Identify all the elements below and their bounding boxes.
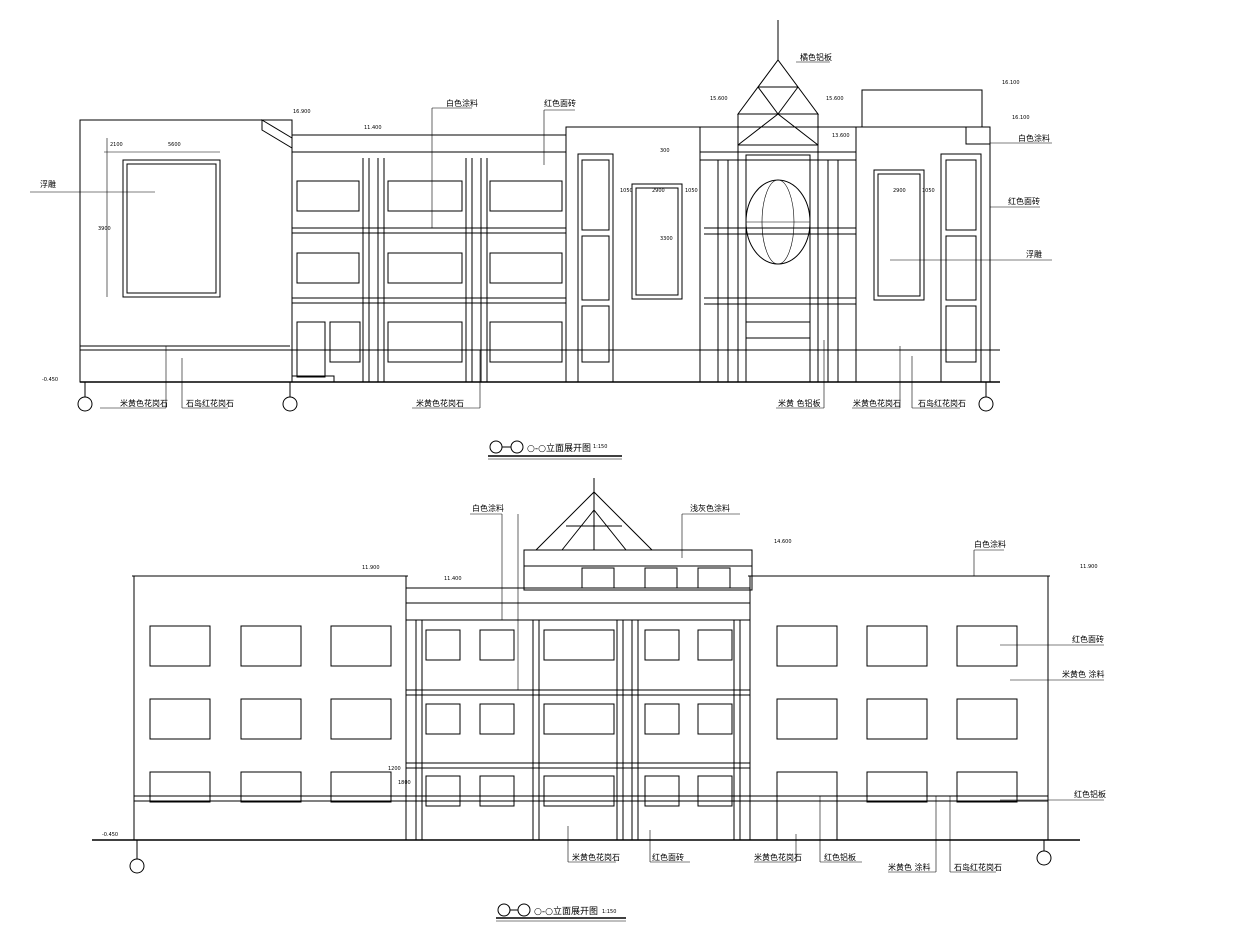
dim-h1: 3900: [98, 226, 111, 232]
dim-v1: 300: [660, 148, 670, 154]
lower-level-ground: -0.450: [102, 832, 118, 838]
level-right-mid: 16.100: [1012, 115, 1030, 121]
dim-p5: 1050: [922, 188, 935, 194]
dim-p2: 2900: [652, 188, 665, 194]
label-red-tile: 红色面砖: [544, 98, 576, 108]
label-orange-panel: 橘色铝板: [800, 52, 832, 62]
lower-label-white-paint-1: 白色涂料: [472, 503, 504, 513]
dim-w2: 5600: [168, 142, 181, 148]
label-beige-granite-1: 米黄色花岗石: [120, 398, 168, 408]
level-tower-roof: 13.600: [832, 133, 850, 139]
upper-title: ○-○立面展开图: [527, 442, 591, 454]
label-red-granite-1: 石岛红花岗石: [186, 398, 234, 408]
lower-label-red-panel: 红色铝板: [1074, 789, 1106, 799]
dim-p4: 2900: [893, 188, 906, 194]
level-roof-left: 16.900: [293, 109, 311, 115]
dim-p1: 1050: [620, 188, 633, 194]
dim-w1: 2100: [110, 142, 123, 148]
lower-label-red-panel-2: 红色铝板: [824, 852, 856, 862]
label-beige-granite-3: 米黄色花岗石: [853, 398, 901, 408]
label-beige-panel: 米黄 色铝板: [778, 398, 821, 408]
lower-label-beige-granite-1: 米黄色花岗石: [572, 852, 620, 862]
lower-label-beige-paint-2: 米黄色 涂料: [888, 862, 931, 872]
level-tower-right: 15.600: [826, 96, 844, 102]
lower-label-red-tile-2: 红色面砖: [652, 852, 684, 862]
lower-label-gray-paint: 浅灰色涂料: [690, 503, 730, 513]
label-beige-granite-2: 米黄色花岗石: [416, 398, 464, 408]
level-tower-left: 15.600: [710, 96, 728, 102]
label-red-granite-2: 石岛红花岗石: [918, 398, 966, 408]
upper-scale: 1:150: [593, 444, 607, 450]
lower-dim-a: 1200: [388, 766, 401, 772]
level-roof-mid: 11.400: [364, 125, 382, 131]
lower-label-red-granite: 石岛红花岗石: [954, 862, 1002, 872]
lower-level-roof-mid: 11.400: [444, 576, 462, 582]
lower-elevation: -0.450 11.900 11.400 14.600 11.900 1200 …: [92, 478, 1106, 922]
dim-v2: 3300: [660, 236, 673, 242]
label-relief-left: 浮雕: [40, 179, 56, 189]
lower-label-red-tile: 红色面砖: [1072, 634, 1104, 644]
label-red-tile-right: 红色面砖: [1008, 196, 1040, 206]
lower-level-roof-left: 11.900: [362, 565, 380, 571]
dim-p3: 1050: [685, 188, 698, 194]
lower-level-tower: 14.600: [774, 539, 792, 545]
label-white-paint: 白色涂料: [446, 98, 478, 108]
lower-label-beige-paint: 米黄色 涂料: [1062, 669, 1105, 679]
lower-title: ○-○立面展开图: [534, 905, 598, 917]
lower-label-white-paint-2: 白色涂料: [974, 539, 1006, 549]
label-relief-right: 浮雕: [1026, 249, 1042, 259]
level-right-top: 16.100: [1002, 80, 1020, 86]
level-ground: -0.450: [42, 377, 58, 383]
label-white-paint-right: 白色涂料: [1018, 133, 1050, 143]
lower-dim-b: 1800: [398, 780, 411, 786]
lower-level-roof-right: 11.900: [1080, 564, 1098, 570]
lower-label-beige-granite-2: 米黄色花岗石: [754, 852, 802, 862]
upper-elevation: -0.450 16.900 11.400 15.600 15.600 13.60…: [30, 20, 1052, 460]
lower-scale: 1:150: [602, 909, 616, 915]
